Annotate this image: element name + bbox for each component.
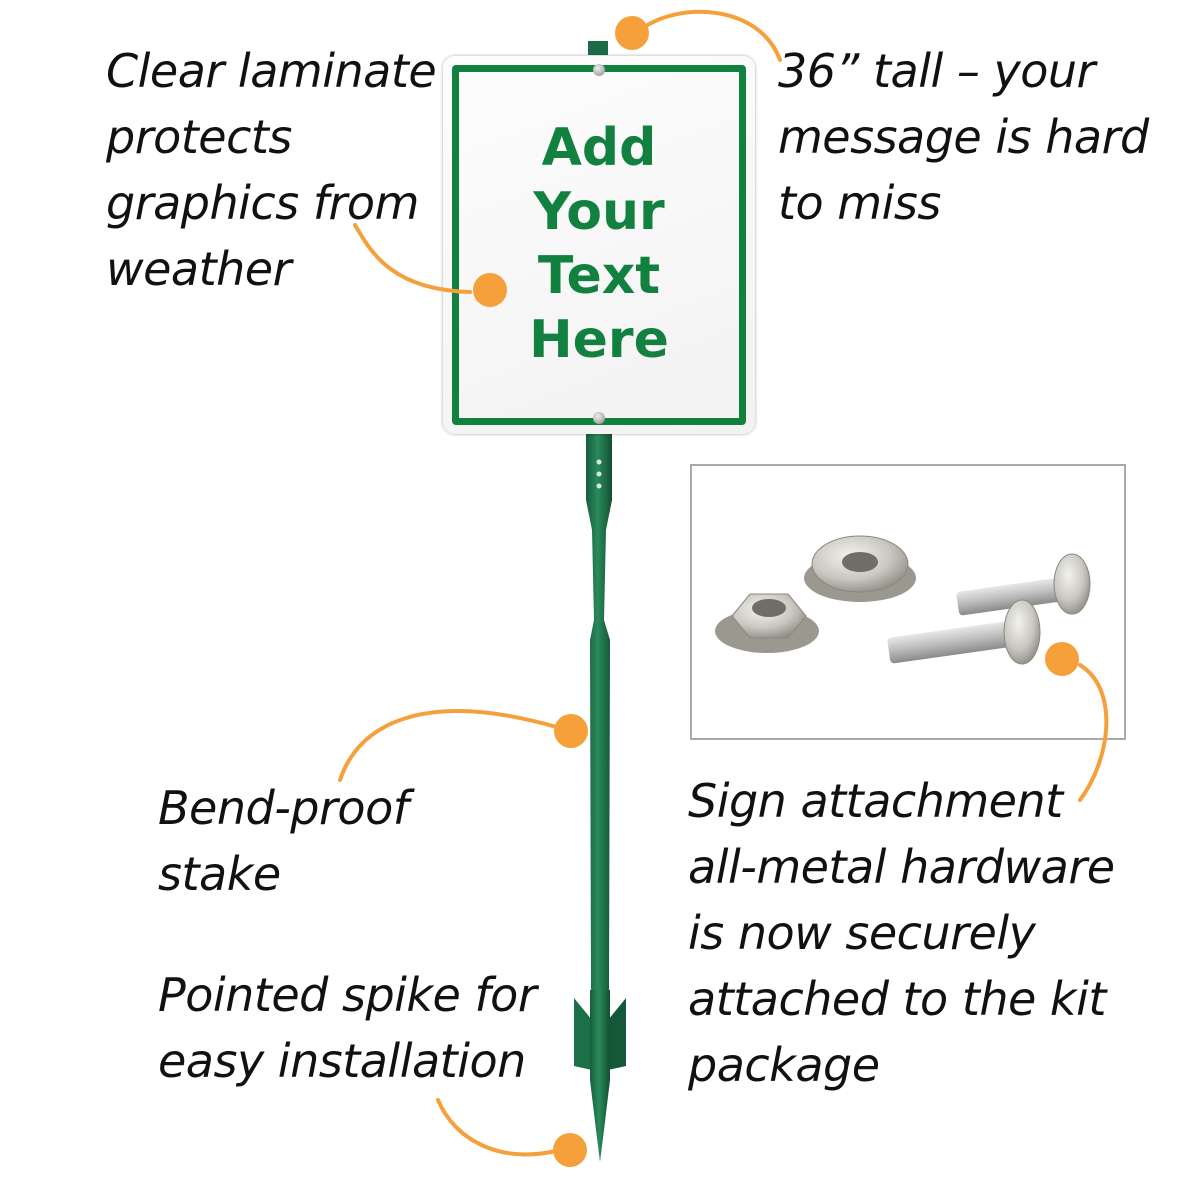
callout-line: Bend-proof	[158, 781, 409, 835]
hardware-connector-line	[1078, 663, 1109, 802]
callout-line: attached to the kit	[688, 972, 1106, 1026]
laminate-callout-dot	[473, 273, 507, 307]
sign-line: Your	[533, 182, 665, 242]
sign-line: Here	[529, 310, 669, 370]
sign-message: Add Your Text Here	[443, 116, 755, 372]
spike-connector-line	[436, 1098, 562, 1157]
spike-callout-dot	[553, 1133, 587, 1167]
callout-line: package	[688, 1038, 880, 1092]
flange-nut-icon	[804, 535, 916, 602]
stake-callout: Bend-proof stake	[158, 775, 409, 907]
hardware-callout-dot	[1045, 642, 1079, 676]
height-callout: 36” tall – your message is hard to miss	[778, 38, 1149, 236]
hex-nut-icon	[715, 593, 819, 653]
laminate-callout: Clear laminate protects graphics from we…	[106, 38, 437, 302]
stake-callout-dot	[554, 714, 588, 748]
sign-panel: Add Your Text Here	[443, 56, 755, 434]
stake-connector-line	[338, 709, 562, 782]
spike-barb-left	[574, 998, 592, 1070]
callout-line: to miss	[778, 176, 941, 230]
callout-line: Pointed spike for	[158, 968, 537, 1022]
spike-callout: Pointed spike for easy installation	[158, 962, 537, 1094]
callout-line: Sign attachment	[688, 774, 1063, 828]
machine-screw-icon	[887, 599, 1041, 665]
callout-line: easy installation	[158, 1034, 526, 1088]
tall-connector-line	[638, 9, 782, 62]
callout-line: all-metal hardware	[688, 840, 1115, 894]
callout-line: is now securely	[688, 906, 1036, 960]
callout-line: weather	[106, 242, 292, 296]
stake-shaft	[586, 432, 612, 990]
hardware-illustration	[715, 535, 1091, 665]
callout-line: Clear laminate	[106, 44, 437, 98]
tall-callout-dot	[615, 16, 649, 50]
stake-top-tab	[588, 41, 608, 55]
laminate-connector-line	[353, 223, 472, 294]
stake-spike	[590, 990, 610, 1162]
machine-screw-icon	[956, 553, 1091, 616]
callout-line: protects	[106, 110, 292, 164]
hardware-callout: Sign attachment all-metal hardware is no…	[688, 768, 1115, 1098]
bottom-bolt-icon	[593, 412, 605, 424]
top-bolt-icon	[593, 64, 605, 76]
sign-line: Add	[541, 118, 657, 178]
hardware-photo	[690, 464, 1126, 740]
callout-line: message is hard	[778, 110, 1149, 164]
callout-line: stake	[158, 847, 281, 901]
spike-barb-right	[608, 998, 626, 1070]
callout-line: 36” tall – your	[778, 44, 1095, 98]
sign-line: Text	[537, 246, 661, 306]
callout-line: graphics from	[106, 176, 419, 230]
